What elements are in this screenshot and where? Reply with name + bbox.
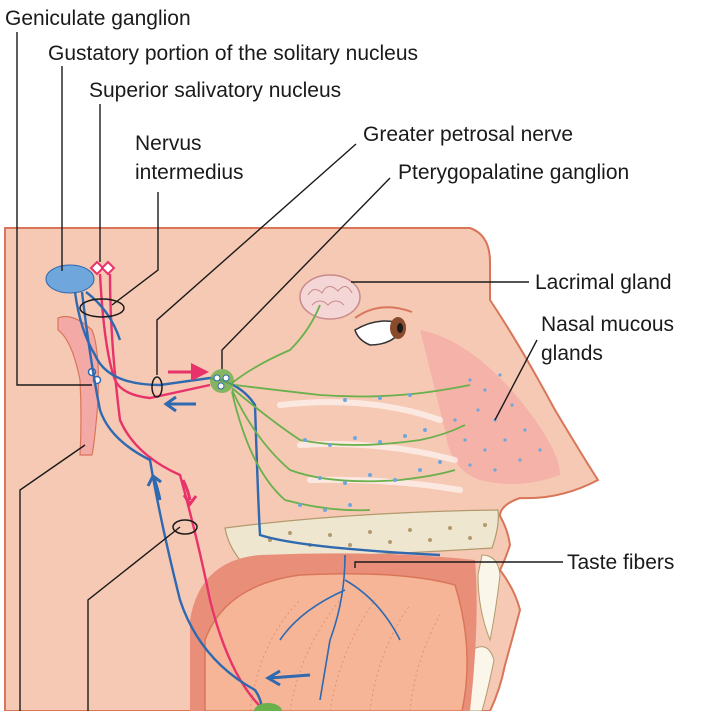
leader-lines xyxy=(16,32,563,711)
nervus-intermedius-ring xyxy=(79,298,125,318)
taste-fibers-path xyxy=(73,291,441,711)
label-nervus-intermedius-line2: intermedius xyxy=(135,161,244,184)
nasal-mucosa xyxy=(420,330,560,484)
label-lacrimal-gland: Lacrimal gland xyxy=(535,271,672,294)
submandibular-ganglion xyxy=(254,703,282,711)
taste-arrow-tongue xyxy=(265,669,311,687)
nasal-gland-dots xyxy=(453,373,542,472)
taste-arrow-up xyxy=(146,473,162,501)
greater-petrosal-ring xyxy=(151,376,163,398)
taste-arrow-left xyxy=(163,395,196,413)
chorda-tympani-ring xyxy=(172,519,198,535)
lacrimal-gland xyxy=(299,274,361,320)
secretory-arrow-down xyxy=(181,479,198,507)
label-taste-fibers: Taste fibers xyxy=(567,551,674,574)
secretory-fibers xyxy=(98,273,266,711)
label-greater-petrosal-nerve: Greater petrosal nerve xyxy=(363,123,573,146)
label-nervus-intermedius-line1: Nervus xyxy=(135,132,202,155)
tongue-muscle-lines xyxy=(249,599,441,711)
solitary-nucleus xyxy=(45,264,95,294)
label-gustatory-portion: Gustatory portion of the solitary nucleu… xyxy=(48,42,418,65)
label-nasal-mucous-line1: Nasal mucous xyxy=(541,313,674,336)
tongue-taste-branches xyxy=(279,554,401,701)
superior-salivatory-nucleus xyxy=(89,260,116,276)
green-fiber-terminals xyxy=(298,393,442,512)
brainstem-nerve-trunk xyxy=(57,315,99,456)
label-pterygopalatine-ganglion: Pterygopalatine ganglion xyxy=(398,161,629,184)
label-geniculate-ganglion: Geniculate ganglion xyxy=(5,7,191,30)
pterygopalatine-ganglion xyxy=(210,369,234,393)
label-nasal-mucous-line2: glands xyxy=(541,342,603,365)
parasympathetic-fibers xyxy=(231,304,471,512)
eye xyxy=(354,306,413,346)
label-superior-salivatory-nucleus: Superior salivatory nucleus xyxy=(89,79,341,102)
